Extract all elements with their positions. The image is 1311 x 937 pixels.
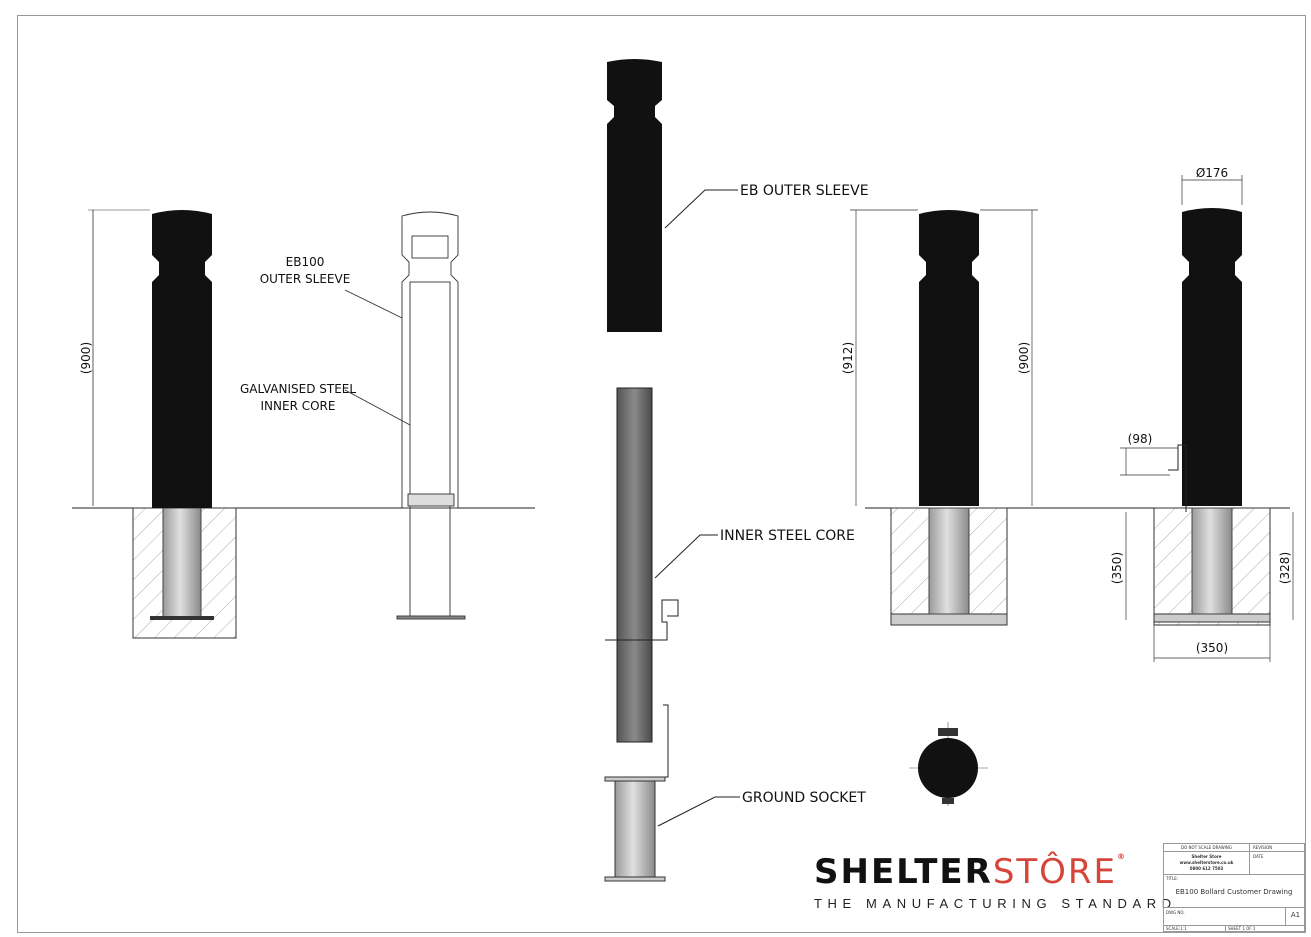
tb-do-not-scale: DO NOT SCALE DRAWING [1164, 844, 1250, 852]
tb-size: A1 [1286, 907, 1305, 920]
logo-part2: STÔRE [992, 852, 1118, 892]
dim-pit-width: (350) [1196, 641, 1228, 655]
tb-scale: SCALE:1:1 [1164, 925, 1226, 932]
tb-revision: REVISION [1250, 844, 1305, 852]
tb-dwg-no: DWG NO. [1164, 907, 1286, 925]
label-outer-sleeve: OUTER SLEEVE [260, 272, 351, 286]
label-inner-core: INNER CORE [261, 399, 336, 413]
tb-company: Shelter Store [1191, 854, 1222, 859]
label-ground-socket: GROUND SOCKET [742, 790, 866, 806]
label-inner-steel-core: INNER STEEL CORE [720, 528, 855, 544]
logo-part1: SHELTER [814, 852, 993, 892]
bollard-dimension-view-side [1120, 175, 1294, 662]
tb-title-label: TITLE: [1166, 876, 1179, 881]
label-galvanised-steel: GALVANISED STEEL [240, 382, 356, 396]
bollard-installed-view: (900) [72, 209, 535, 639]
dim-diameter: Ø176 [1196, 166, 1228, 180]
title-block: DO NOT SCALE DRAWING REVISION Shelter St… [1163, 843, 1305, 932]
dim-left-height: (900) [79, 342, 93, 374]
tb-title: EB100 Bollard Customer Drawing [1175, 888, 1293, 896]
dim-pit-depth: (350) [1110, 552, 1124, 584]
tb-date: DATE [1250, 852, 1305, 875]
exploded-view [604, 59, 740, 882]
dim-bracket-offset: (98) [1128, 432, 1153, 446]
tb-sheet: SHEET 1 OF 1 [1226, 925, 1305, 932]
bollard-top-view [909, 722, 988, 806]
dim-height: (900) [1017, 342, 1031, 374]
label-eb-outer-sleeve: EB OUTER SLEEVE [740, 183, 869, 199]
bollard-dimension-view-front [850, 209, 1290, 626]
dim-total-height: (912) [841, 342, 855, 374]
drawing-frame [17, 15, 1306, 933]
bollard-section-view [344, 211, 466, 620]
label-eb100: EB100 [286, 255, 325, 269]
logo-registered: ® [1117, 852, 1128, 861]
tb-website: www.shelterstore.co.uk [1179, 860, 1234, 865]
logo-tagline: THE MANUFACTURING STANDARD [814, 896, 1177, 911]
dim-pit-depth-inner: (328) [1278, 552, 1292, 584]
tb-phone: 0800 612 7503 [1189, 866, 1224, 871]
shelter-store-logo: SHELTERSTÔRE® THE MANUFACTURING STANDARD [814, 852, 1177, 911]
